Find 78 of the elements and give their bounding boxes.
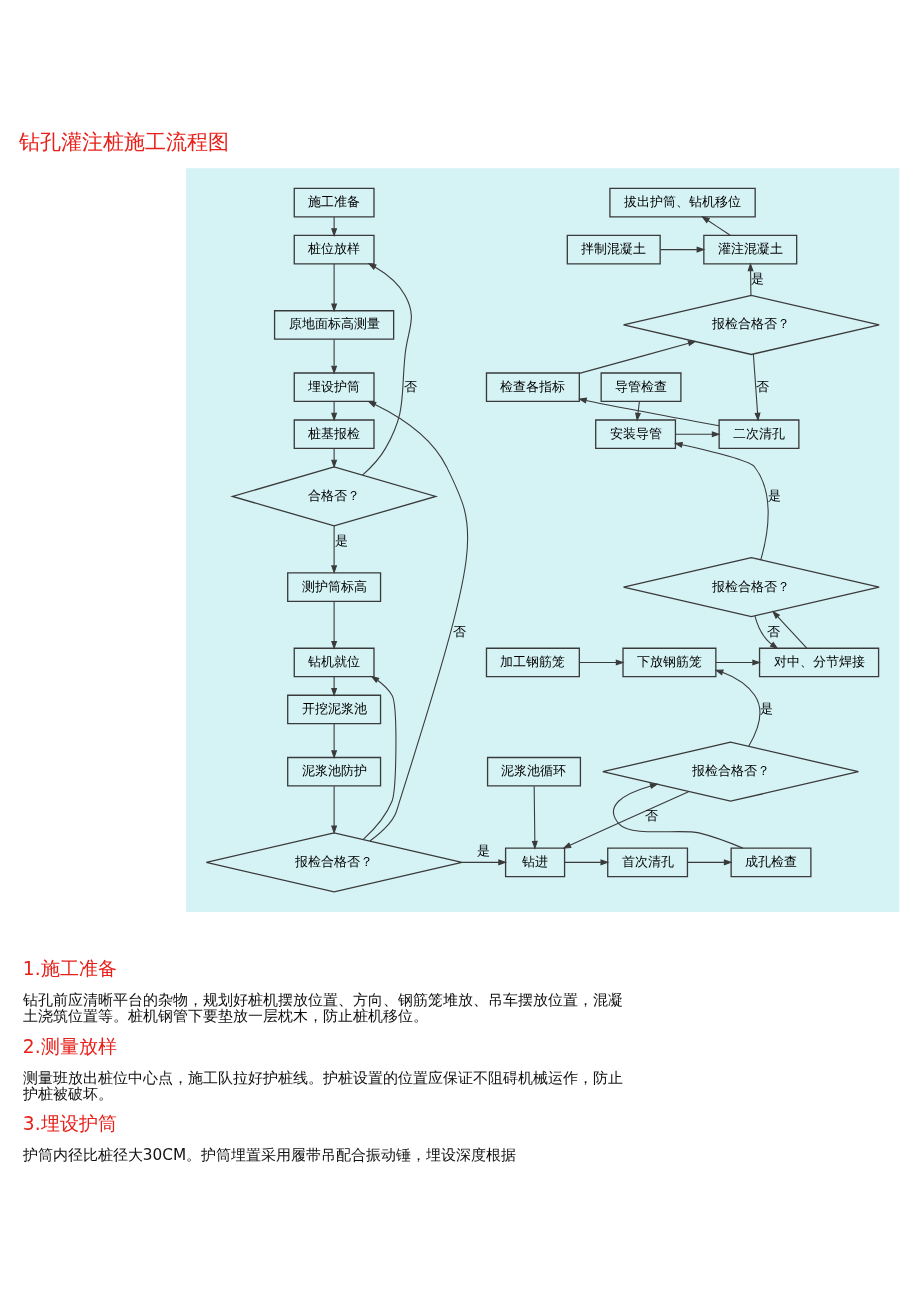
label: 1.施工准备 [22, 957, 117, 979]
arrow [612, 783, 744, 849]
node-box: 下放钢筋笼 [622, 647, 717, 678]
label: 2.测量放样 [22, 1035, 117, 1057]
node-box: 测护筒标高 [287, 572, 382, 602]
arrow [331, 723, 338, 759]
edge-label: 否 [403, 378, 417, 394]
arrow [331, 216, 338, 237]
node-box: 导管检查 [600, 372, 682, 403]
arrow [564, 859, 610, 866]
label: 测量班放出桩位中心点，施工队拉好护桩线。护桩设置的位置应保证不阻碍机械运作，防止护桩被破坏。 [22, 1068, 623, 1104]
arrow [367, 400, 469, 842]
node-box: 埋设护筒 [293, 372, 375, 403]
arrow [461, 859, 508, 866]
arrow [531, 785, 538, 850]
label: 护筒内径比桩径大30CM。护筒埋置采用履带吊配合振动锤，埋设深度根据 [22, 1146, 517, 1165]
edge-label: 是 [768, 487, 782, 503]
node-box: 桩位放样 [293, 234, 375, 265]
cluster [186, 168, 900, 913]
node-box: 桩基报检 [293, 419, 375, 450]
arrow [754, 615, 779, 650]
node-diamond: 报检合格否？ [602, 741, 860, 802]
arrow [331, 676, 338, 697]
arrow [673, 441, 769, 560]
node-diamond: 报检合格否？ [622, 294, 880, 356]
arrow [331, 601, 338, 650]
node-diamond: 合格否？ [230, 466, 439, 527]
node-box: 灌注混凝土 [703, 234, 798, 265]
edge-label: 是 [750, 271, 764, 287]
node-box: 泥浆池防护 [287, 756, 382, 787]
node-box: 钻机就位 [293, 647, 375, 678]
node-box: 开挖泥浆池 [287, 694, 382, 725]
node-box: 首次清孔 [607, 847, 689, 878]
node-box: 检查各指标 [485, 372, 580, 403]
node-box: 钻进 [504, 847, 566, 878]
arrow [772, 610, 808, 649]
arrow [361, 263, 412, 476]
arrow [331, 263, 338, 313]
node-diamond: 报检合格否？ [205, 832, 463, 893]
node-box: 拌制混凝土 [566, 234, 661, 265]
arrow [578, 340, 697, 374]
arrow [331, 338, 338, 375]
arrow [578, 397, 720, 427]
arrow [752, 353, 761, 422]
arrow [747, 262, 754, 296]
arrow [331, 785, 338, 835]
edge-label: 是 [334, 533, 348, 549]
edge-label: 是 [759, 700, 773, 716]
arrow [715, 659, 762, 666]
edge-label: 否 [767, 623, 781, 639]
arrow [362, 675, 397, 840]
edge-label: 否 [452, 623, 466, 639]
node-box: 拔出护筒、钻机移位 [609, 187, 756, 218]
edge-label: 是 [477, 843, 491, 859]
node-box: 施工准备 [293, 187, 375, 218]
node-box: 安装导管 [595, 419, 677, 450]
node-box: 加工钢筋笼 [485, 647, 580, 678]
node-box: 泥浆池循环 [486, 756, 582, 787]
arrow [660, 246, 706, 253]
edge-label: 否 [756, 378, 770, 394]
node-box: 原地面标高测量 [273, 310, 395, 340]
label: 钻孔前应清晰平台的杂物，规划好桩机摆放位置、方向、钢筋笼堆放、吊车摆放位置，混凝土浇筑位置等。桩机钢管下要垫放一层枕木，防止桩机移位。 [22, 991, 623, 1026]
arrow [687, 859, 733, 866]
arrow [331, 448, 338, 469]
arrow [579, 659, 625, 666]
arrow [635, 400, 642, 422]
node-box: 对中、分节焊接 [758, 647, 880, 678]
arrow [714, 669, 761, 747]
node-box: 成孔检查 [730, 847, 812, 878]
label: 3.埋设护筒 [22, 1113, 117, 1135]
diagram-title: 钻孔灌注桩施工流程图 [18, 130, 229, 155]
node-box: 二次清孔 [718, 419, 800, 450]
arrow [701, 216, 731, 236]
arrow [675, 431, 721, 438]
arrow [562, 791, 690, 849]
edge-label: 否 [644, 808, 658, 824]
arrow [331, 525, 338, 575]
arrow [331, 400, 338, 422]
